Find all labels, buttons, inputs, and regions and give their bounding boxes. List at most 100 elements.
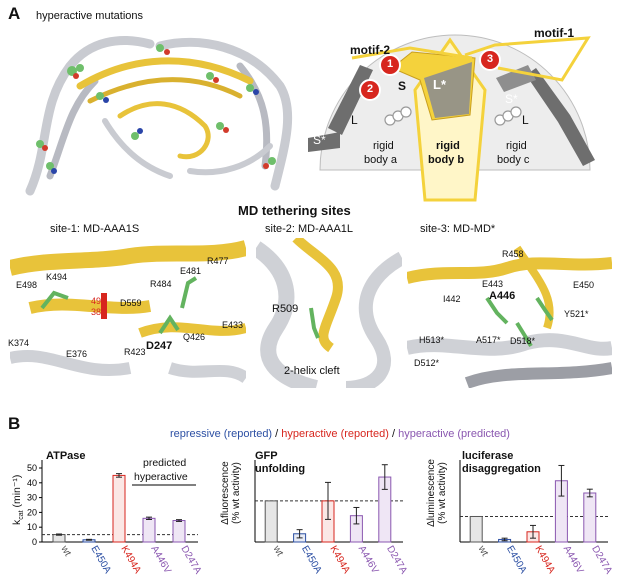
S-star-left-label: S* [313,133,326,147]
x-label-wt: wt [475,543,490,558]
site3-image [407,238,612,388]
legend-sep-1: / [275,428,279,440]
rigid-c-line2: body c [497,154,530,166]
x-label-E450A: E450A [504,544,529,576]
luciferase-ylabel-line2: (% wt activity) [437,462,448,524]
S-star-right-label: S* [505,92,518,106]
atpase-annotation-line2: hyperactive [134,471,188,483]
y-tick-label: 10 [27,522,37,532]
site1-R484: R484 [150,279,172,289]
atpase-ylabel-main: k [10,519,23,526]
bar-wt [52,534,66,543]
rigid-a-line2: body a [364,154,398,166]
bar-wt [469,515,483,543]
circle-2-label: 2 [367,83,374,95]
bar-D247A [172,520,186,543]
site1-K494: K494 [46,272,68,282]
rigid-a-line1: rigid [373,140,394,152]
site3-D518: D518* [510,336,536,346]
L-left-label: L [351,113,358,127]
luciferase-ylabel-line1: Δluminescence [426,459,437,527]
luciferase-title-line2: disaggregation [462,463,541,475]
site3-E450: E450 [573,280,595,290]
atpase-ylabel-sub: cat [18,510,26,520]
site3-I442: I442 [443,294,461,304]
motif-2-label: motif-2 [350,43,390,57]
site1-E376: E376 [66,349,88,359]
rigid-c-line1: rigid [506,140,527,152]
domain-schematic [308,34,595,202]
site3-A517: A517* [476,335,501,345]
atpase-ylabel: kcat (min⁻¹) [10,475,26,526]
x-label-K494A: K494A [118,544,143,576]
site1-D559: D559 [120,298,142,308]
x-label-D247A: D247A [178,544,203,576]
y-tick-label: 50 [27,463,37,473]
x-label-A446V: A446V [148,544,173,576]
x-label-wt: wt [58,543,73,558]
site1-E481: E481 [180,266,202,276]
gfp-ylabel-line1: Δfluorescence [220,461,231,525]
circle-1-label: 1 [387,58,394,70]
site3-D512: D512* [414,358,440,368]
site2-cleft: 2-helix cleft [284,365,340,377]
y-tick-label: 30 [27,493,37,503]
y-tick-label: 20 [27,507,37,517]
gfp-ylabel: Δfluorescence (% wt activity) [220,448,242,538]
site3-Y521: Y521* [564,309,589,319]
bar-A446V [142,517,156,543]
structure-label: hyperactive mutations [36,10,143,22]
panel-b-letter: B [8,414,21,433]
x-label-K494A: K494A [532,544,557,576]
legend-repressive: repressive (reported) [170,428,273,440]
gfp-title-line1: GFP [255,450,278,462]
site2-image [256,238,402,388]
site1-R423: R423 [124,347,146,357]
x-label-A446V: A446V [561,544,586,576]
atpase-annotation-line1: predicted [143,457,187,469]
bar-D247A [583,492,597,543]
y-tick-label: 0 [32,537,37,547]
site3-E443: E443 [482,279,504,289]
x-label-wt: wt [270,543,285,558]
bar-wt [264,500,278,543]
site3-R458: R458 [502,249,524,259]
site3-A446: A446 [489,290,516,302]
site1-Q426: Q426 [183,332,206,342]
gfp-title-line2: unfolding [255,463,306,475]
S-label: S [398,79,407,93]
luciferase-ylabel: Δluminescence (% wt activity) [426,448,448,538]
x-label-E450A: E450A [88,544,113,576]
site2-R509: R509 [272,303,299,315]
site3-H513: H513* [419,335,445,345]
x-label-K494A: K494A [327,544,352,576]
circle-3-label: 3 [487,53,494,65]
legend-hyper-predicted: hyperactive (predicted) [398,428,510,440]
rigid-b-line1: rigid [436,140,460,152]
site3-title: site-3: MD-MD* [420,223,496,235]
site1-image [10,238,246,388]
site1-R477: R477 [207,256,229,266]
atpase-ylabel-rest: (min⁻¹) [10,474,23,508]
site1-K374: K374 [8,338,30,348]
site1-380: 380 [91,307,107,317]
site2-title: site-2: MD-AAA1L [265,223,354,235]
site1-491: 491 [91,296,107,306]
luciferase-title-line1: luciferase [462,450,514,462]
x-label-A446V: A446V [356,544,381,576]
x-label-E450A: E450A [299,544,324,576]
atpase-title: ATPase [46,450,86,462]
panel-a-letter: A [8,4,21,23]
motif-1-label: motif-1 [534,26,574,40]
L-star-label: L* [433,77,446,92]
site1-D247: D247 [146,340,173,352]
legend: repressive (reported) / hyperactive (rep… [170,428,510,440]
x-label-D247A: D247A [384,544,409,576]
site1-E498: E498 [16,280,38,290]
legend-sep-2: / [391,428,396,440]
bar-K494A [112,474,126,543]
rigid-b-line2: body b [428,154,465,166]
protein-structure-image [25,36,293,196]
